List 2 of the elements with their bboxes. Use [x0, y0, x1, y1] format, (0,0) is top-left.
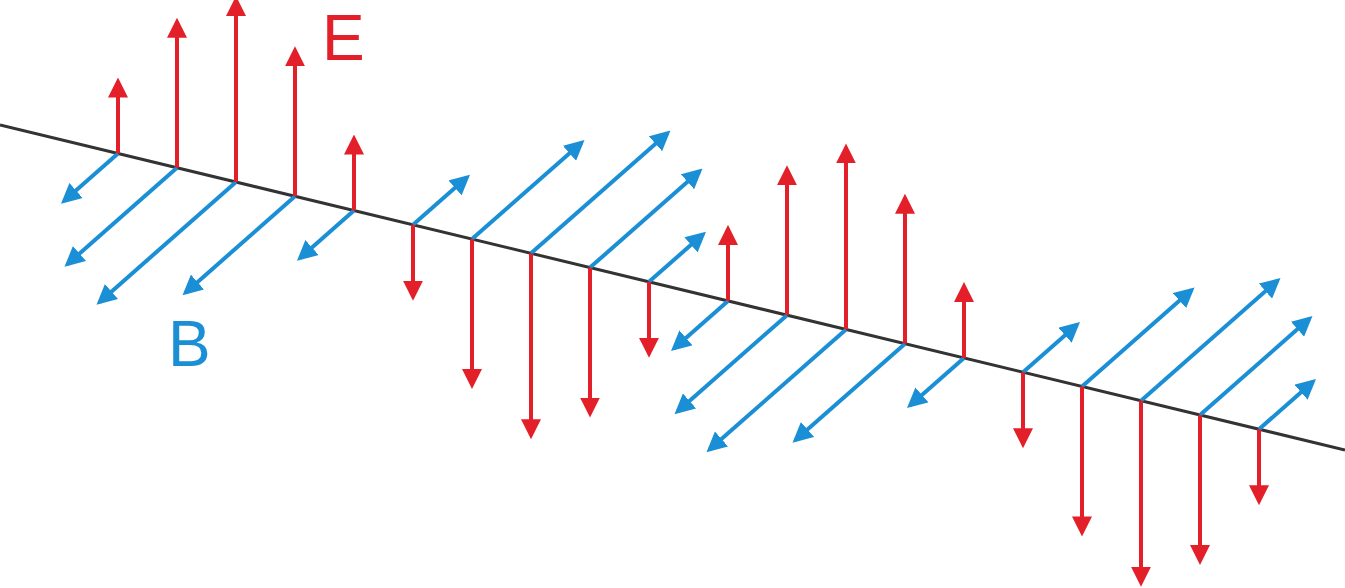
field-label: E — [322, 6, 365, 70]
field-label: B — [168, 312, 211, 376]
